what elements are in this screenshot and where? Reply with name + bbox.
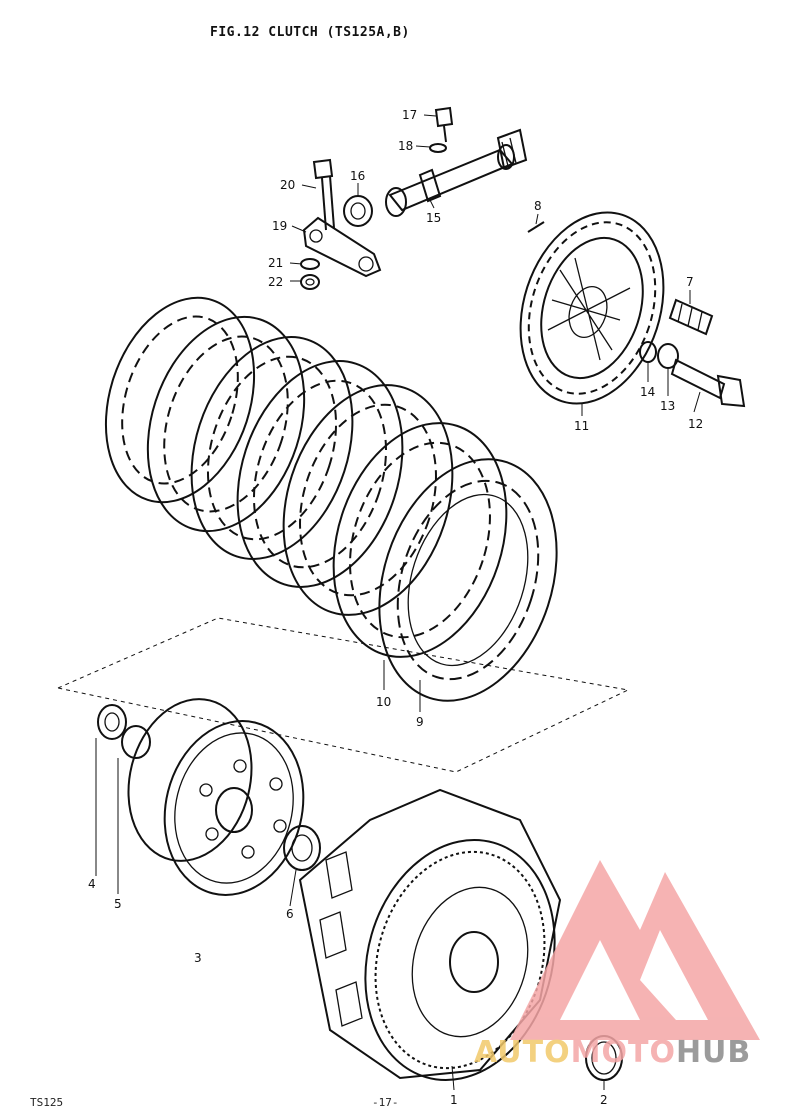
callout-11: 11 — [574, 419, 589, 433]
figure-title: FIG.12 CLUTCH (TS125A,B) — [210, 25, 410, 40]
footer-model: TS125 — [30, 1096, 63, 1109]
pressure-plate-assembly — [519, 211, 746, 408]
callout-19: 19 — [272, 219, 287, 233]
callout-18: 18 — [398, 139, 413, 153]
callout-21: 21 — [268, 256, 283, 270]
callout-3: 3 — [194, 951, 202, 965]
release-shaft-assembly — [300, 106, 528, 290]
callout-5: 5 — [114, 897, 122, 911]
callout-14: 14 — [640, 385, 655, 399]
callout-9: 9 — [416, 715, 424, 729]
callout-22: 22 — [268, 275, 283, 289]
callout-4: 4 — [88, 877, 96, 891]
clutch-hub-assembly — [97, 698, 321, 896]
logo-triangle-icon — [510, 860, 760, 1040]
callout-1: 1 — [450, 1093, 458, 1107]
callout-2: 2 — [600, 1093, 608, 1107]
clutch-plates-stack — [104, 296, 558, 702]
callout-17: 17 — [402, 108, 417, 122]
callout-7: 7 — [686, 275, 694, 289]
svg-text:AUTOMOTOHUB: AUTOMOTOHUB — [474, 1035, 751, 1070]
callout-13: 13 — [660, 399, 675, 413]
callout-15: 15 — [426, 211, 441, 225]
callout-8: 8 — [534, 199, 542, 213]
automotohub-logo: AUTOMOTOHUB — [474, 860, 760, 1070]
logo-text-hub: HUB — [676, 1035, 751, 1070]
callout-10: 10 — [376, 695, 391, 709]
footer-page: -17- — [372, 1096, 399, 1109]
callout-6: 6 — [286, 907, 294, 921]
callout-20: 20 — [280, 178, 295, 192]
logo-text-auto: AUTO — [474, 1035, 571, 1070]
callouts: 1 2 3 4 5 6 7 8 9 10 11 12 13 14 15 16 1… — [88, 108, 703, 1107]
logo-text-moto: MOTO — [571, 1035, 676, 1070]
callout-16: 16 — [350, 169, 365, 183]
leader-lines — [95, 114, 701, 1091]
callout-12: 12 — [688, 417, 703, 431]
